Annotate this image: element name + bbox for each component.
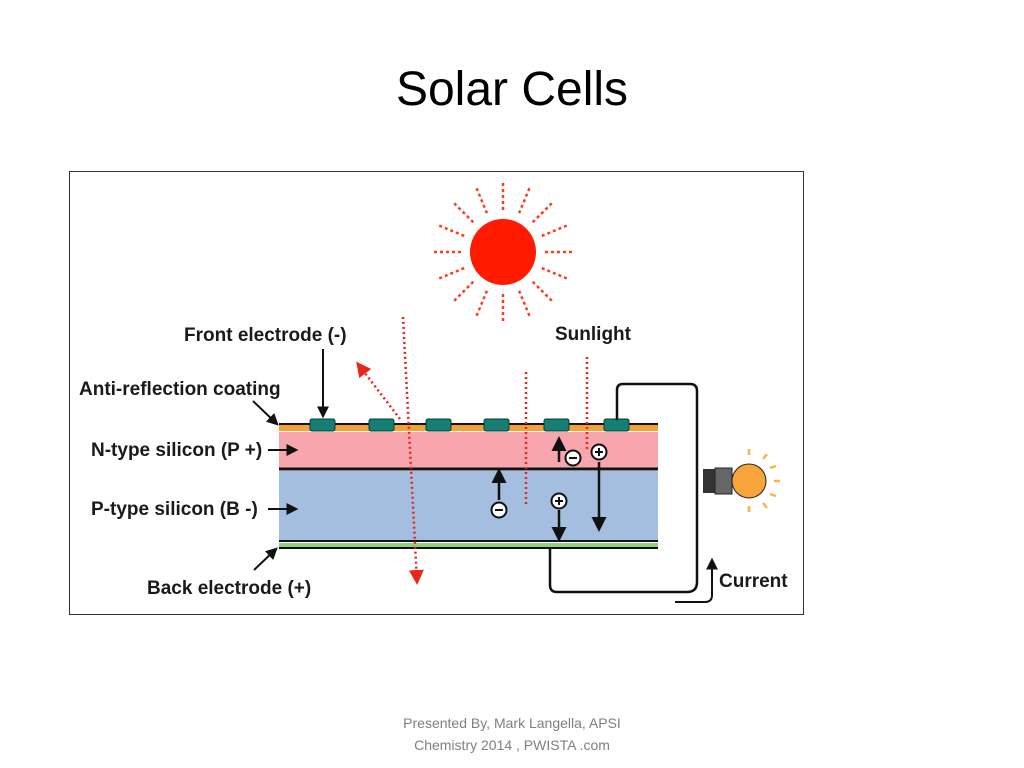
current-arrow-icon [675,557,718,603]
p-type-silicon-layer [279,471,658,541]
label-pointers [252,349,329,571]
sun-ray [436,266,465,281]
footer-line-2: Chemistry 2014 , PWISTA .com [414,737,610,753]
electron-icon [564,449,582,467]
current-label: Current [719,571,788,592]
anti-reflection-label: Anti-reflection coating [79,379,281,400]
charge-carriers [490,436,608,542]
n-type-silicon-label: N-type silicon (P +) [91,440,262,461]
back-electrode-layer [279,543,658,547]
sun-ray [451,280,475,304]
solar-cell-layers [279,423,658,549]
footer: Presented By, Mark Langella, APSI Chemis… [362,712,662,756]
light-rays [356,316,589,585]
sun-ray [531,280,555,304]
sun-ray [541,266,570,281]
sun-ray [531,200,555,224]
hole-icon [550,492,568,510]
sunlight-label: Sunlight [555,324,632,345]
sun-ray [451,200,475,224]
back-electrode-label: Back electrode (+) [147,578,311,599]
front-electrode-label: Front electrode (-) [184,325,347,346]
sun-ray [517,185,532,214]
circuit-wire [548,382,699,594]
hole-icon [590,443,608,461]
front-electrodes [309,418,630,432]
slide-title: Solar Cells [395,63,629,116]
sun-ray [474,185,489,214]
light-bulb-icon [703,449,780,512]
p-type-silicon-label: P-type silicon (B -) [91,499,258,520]
sun-ray [474,290,489,319]
sun-ray [517,290,532,319]
solar-cell-diagram: Front electrode (-) Anti-reflection coat… [69,171,804,615]
sun-ray [436,223,465,238]
footer-line-1: Presented By, Mark Langella, APSI [403,715,621,731]
electron-icon [490,501,508,519]
sun-icon [431,180,575,324]
anti-reflection-coating-layer [279,424,658,431]
diagram-canvas: Front electrode (-) Anti-reflection coat… [79,180,788,603]
sun-ray [541,223,570,238]
